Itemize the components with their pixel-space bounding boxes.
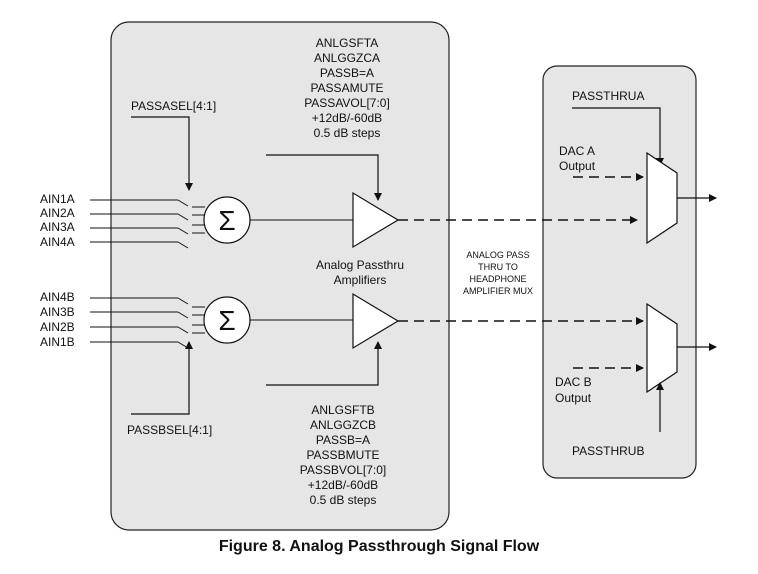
top-setting-4: PASSAMUTE [310, 81, 383, 95]
dac-b-label-line1: DAC B [555, 375, 592, 389]
inputs-b: AIN4B AIN3B AIN2B AIN1B [40, 290, 205, 349]
summer-a-symbol: Σ [218, 205, 235, 236]
signal-flow-diagram: ANLGSFTA ANLGGZCA PASSB=A PASSAMUTE PASS… [40, 21, 717, 531]
amp-a [352, 191, 400, 249]
passasel-arrow [131, 116, 193, 191]
headphone-mux-block [542, 65, 697, 479]
bottom-amp-control-line [266, 341, 382, 386]
passthrough-block [110, 21, 450, 531]
bottom-setting-3: PASSB=A [316, 433, 370, 447]
input-ain1b: AIN1B [40, 335, 75, 349]
input-ain3b: AIN3B [40, 305, 75, 319]
input-ain3a: AIN3A [40, 220, 75, 234]
top-setting-1: ANLGSFTA [316, 36, 378, 50]
mux-a [646, 151, 678, 245]
input-ain2a: AIN2A [40, 206, 75, 220]
bottom-setting-4: PASSBMUTE [306, 448, 379, 462]
input-ain1a: AIN1A [40, 192, 75, 206]
bottom-setting-5: PASSBVOL[7:0] [300, 463, 387, 477]
passthrub-label: PASSTHRUB [572, 444, 644, 458]
middle-note-line2: THRU TO [478, 262, 518, 272]
amp-label-line1: Analog Passthru [316, 258, 404, 272]
bottom-setting-6: +12dB/-60dB [308, 478, 378, 492]
dac-b-label-line2: Output [555, 391, 592, 405]
top-amp-settings: ANLGSFTA ANLGGZCA PASSB=A PASSAMUTE PASS… [304, 36, 390, 140]
mux-b [646, 302, 678, 394]
passthrua-arrow [572, 107, 664, 166]
middle-note-line4: AMPLIFIER MUX [463, 286, 533, 296]
inputs-a: AIN1A AIN2A AIN3A AIN4A [40, 192, 205, 249]
passthrua-label: PASSTHRUA [572, 89, 644, 103]
top-setting-3: PASSB=A [320, 66, 374, 80]
figure-caption: Figure 8. Analog Passthrough Signal Flow [218, 538, 540, 555]
dac-a-label-line1: DAC A [559, 144, 595, 158]
bottom-setting-1: ANLGSFTB [311, 403, 374, 417]
top-setting-6: +12dB/-60dB [312, 111, 382, 125]
amp-label-line2: Amplifiers [334, 273, 387, 287]
middle-note-line1: ANALOG PASS [466, 250, 529, 260]
top-setting-5: PASSAVOL[7:0] [304, 96, 390, 110]
amp-b [352, 292, 400, 350]
summer-b-symbol: Σ [218, 305, 235, 336]
top-setting-7: 0.5 dB steps [314, 126, 381, 140]
passbsel-arrow [131, 341, 193, 415]
bottom-setting-7: 0.5 dB steps [310, 493, 377, 507]
top-setting-2: ANLGGZCA [314, 51, 380, 65]
passasel-label: PASSASEL[4:1] [131, 99, 216, 113]
dac-a-label-line2: Output [559, 159, 596, 173]
input-ain4b: AIN4B [40, 290, 75, 304]
middle-note: ANALOG PASS THRU TO HEADPHONE AMPLIFIER … [463, 250, 533, 296]
input-ain2b: AIN2B [40, 320, 75, 334]
top-amp-control-line [266, 154, 382, 201]
middle-note-line3: HEADPHONE [469, 274, 526, 284]
bottom-amp-settings: ANLGSFTB ANLGGZCB PASSB=A PASSBMUTE PASS… [300, 403, 387, 507]
bottom-setting-2: ANLGGZCB [310, 418, 376, 432]
passbsel-label: PASSBSEL[4:1] [127, 423, 212, 437]
input-ain4a: AIN4A [40, 235, 75, 249]
